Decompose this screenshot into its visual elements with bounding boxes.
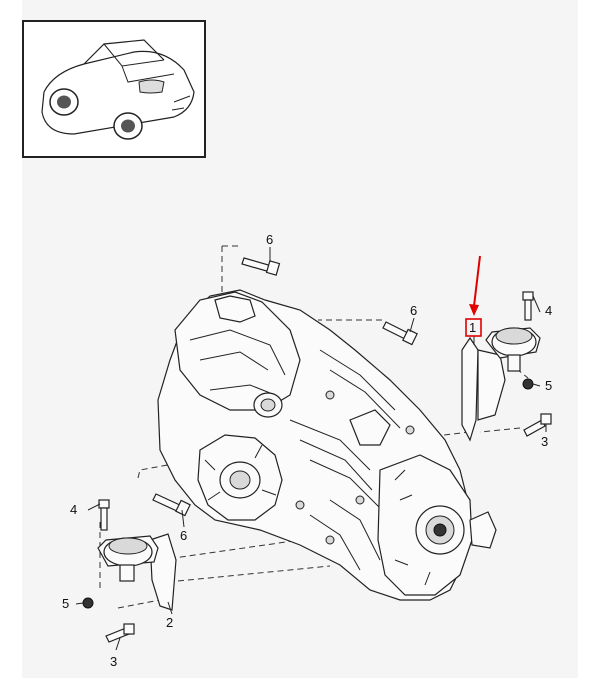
callout-5-left: 5 [62, 596, 69, 611]
vehicle-thumbnail [22, 20, 206, 158]
nut-5-left [82, 597, 94, 609]
nut-5-right [522, 378, 534, 390]
car-illustration [41, 39, 195, 140]
callout-3-right: 3 [541, 434, 548, 449]
callout-6-lower: 6 [180, 528, 187, 543]
bolt-3-left [105, 623, 135, 643]
leader-lines [75, 247, 547, 651]
left-transmission-mount [97, 533, 177, 611]
callout-1: 1 [469, 320, 476, 335]
callout-5-right: 5 [545, 378, 552, 393]
callout-4-left: 4 [70, 502, 77, 517]
bolt-6-middle [382, 321, 418, 346]
bolt-3-right [523, 413, 552, 437]
right-transmission-mount [461, 327, 541, 442]
transmission-housing [157, 289, 497, 601]
bolt-6-lower [152, 493, 191, 517]
callout-2: 2 [166, 615, 173, 630]
part-1-highlight-box [465, 318, 482, 337]
bolt-4-right [522, 291, 534, 321]
callout-3-left: 3 [110, 654, 117, 669]
callout-6-middle: 6 [410, 303, 417, 318]
callout-4-right: 4 [545, 303, 552, 318]
bolt-6-top [241, 257, 281, 276]
highlight-arrow [469, 255, 481, 316]
bolt-4-left [98, 499, 110, 531]
callout-6-top: 6 [266, 232, 273, 247]
